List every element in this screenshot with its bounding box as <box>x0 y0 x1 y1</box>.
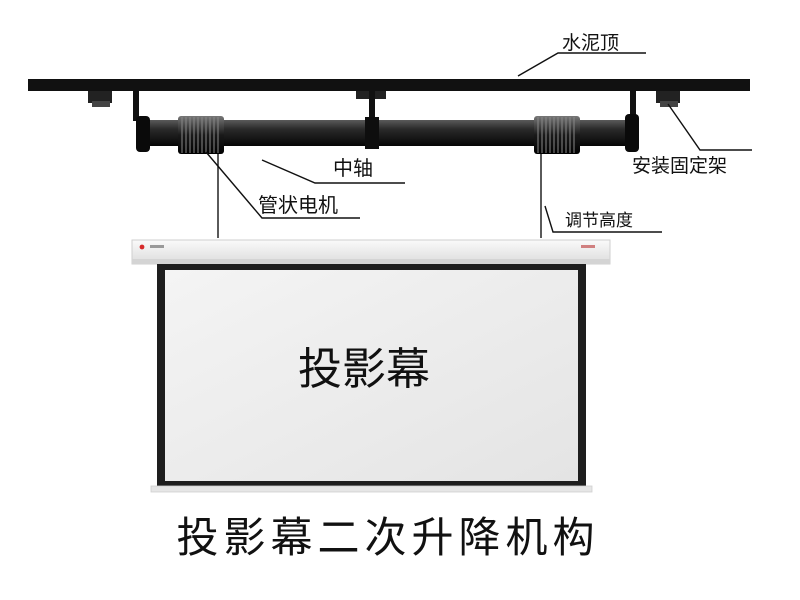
tubular-motor-left <box>178 116 224 154</box>
label-shaft: 中轴 <box>333 156 373 180</box>
label-bracket: 安装固定架 <box>632 155 727 177</box>
screen-bottom-bar <box>150 485 593 493</box>
hanger-center <box>369 91 375 123</box>
housing-badge-right <box>581 245 595 248</box>
label-screen: 投影幕 <box>298 344 430 395</box>
center-shaft <box>145 120 630 146</box>
label-adjust: 调节高度 <box>565 211 633 231</box>
shaft-coupling <box>365 117 379 149</box>
label-ceiling: 水泥顶 <box>562 32 619 54</box>
tubular-motor-right <box>534 116 580 154</box>
shaft-end-left <box>136 116 150 152</box>
projection-screen <box>150 264 593 493</box>
ceiling-beam <box>28 79 750 91</box>
shaft-end-right <box>625 114 639 152</box>
housing-badge-left <box>150 245 164 248</box>
ceiling-mount-right <box>656 91 680 107</box>
diagram-caption: 投影幕二次升降机构 <box>176 513 599 562</box>
hanger-right <box>630 91 636 119</box>
hanger-left <box>133 91 139 121</box>
screen-roller-housing <box>131 239 611 265</box>
ceiling-mount-left <box>88 91 112 107</box>
label-motor: 管状电机 <box>258 193 338 217</box>
callout-lines <box>205 52 752 233</box>
logo-dot-icon <box>139 244 145 250</box>
